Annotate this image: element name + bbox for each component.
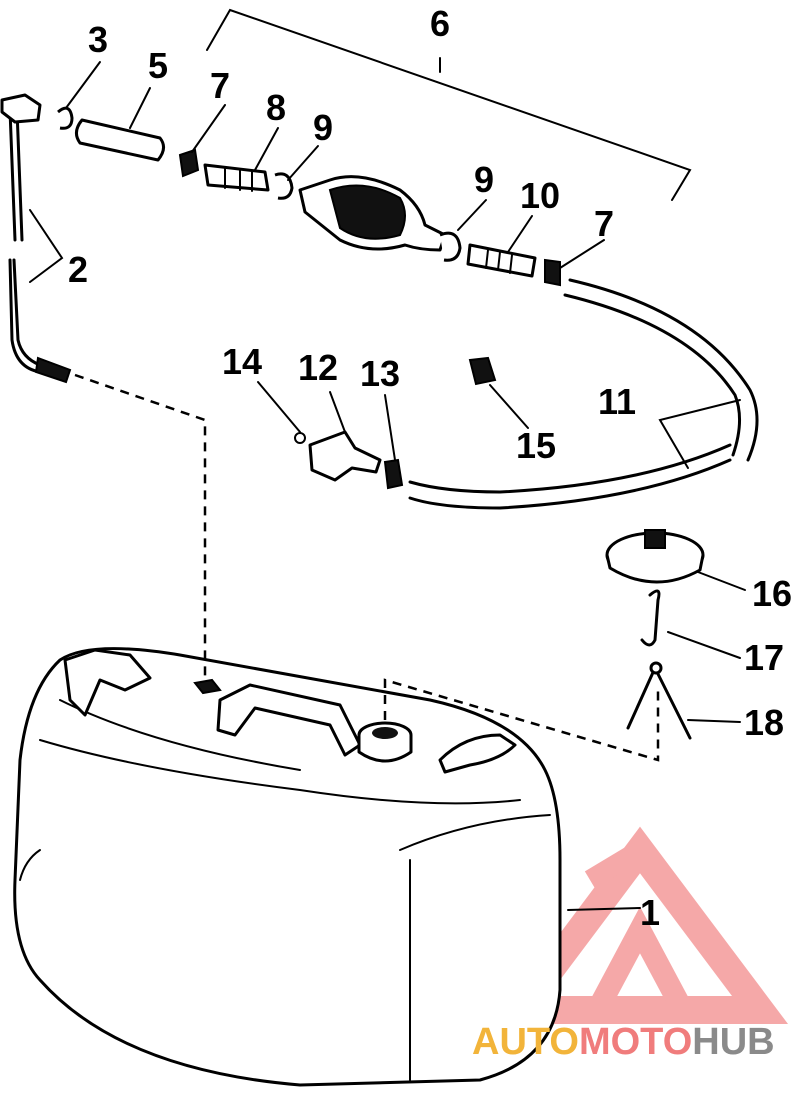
callout-3: 3 [88, 19, 108, 60]
fuel-tank [13, 647, 562, 1087]
watermark-auto: AUTO [472, 1021, 579, 1063]
callout-16: 16 [752, 573, 792, 614]
callout-11: 11 [598, 381, 636, 422]
callout-5: 5 [148, 45, 168, 86]
callout-7-left: 7 [210, 65, 230, 106]
callout-9-left: 9 [313, 107, 333, 148]
watermark-hub: HUB [692, 1021, 774, 1063]
watermark-logo-icon [492, 826, 788, 1024]
callout-13: 13 [360, 353, 400, 394]
callout-1: 1 [640, 892, 660, 933]
svg-text:AUTOMOTOHUB: AUTOMOTOHUB [472, 1021, 775, 1063]
dashed-assembly-lines [74, 373, 660, 762]
fuel-line-assembly [0, 93, 759, 740]
callout-7-right: 7 [594, 203, 614, 244]
callout-9-right: 9 [474, 159, 494, 200]
callout-17: 17 [744, 637, 784, 678]
watermark-moto: MOTO [579, 1021, 692, 1063]
callout-8: 8 [266, 87, 286, 128]
callout-15: 15 [516, 425, 556, 466]
callout-18: 18 [744, 702, 784, 743]
callout-6: 6 [430, 3, 450, 44]
callout-12: 12 [298, 347, 338, 388]
callout-10: 10 [520, 175, 560, 216]
watermark-text: AUTOMOTOHUB [472, 1021, 775, 1063]
callout-2: 2 [68, 249, 88, 290]
leader-lines [29, 8, 746, 911]
callout-14: 14 [222, 341, 262, 382]
callout-labels: 1 2 3 5 6 7 7 8 9 9 10 11 12 13 14 15 16… [68, 3, 792, 933]
